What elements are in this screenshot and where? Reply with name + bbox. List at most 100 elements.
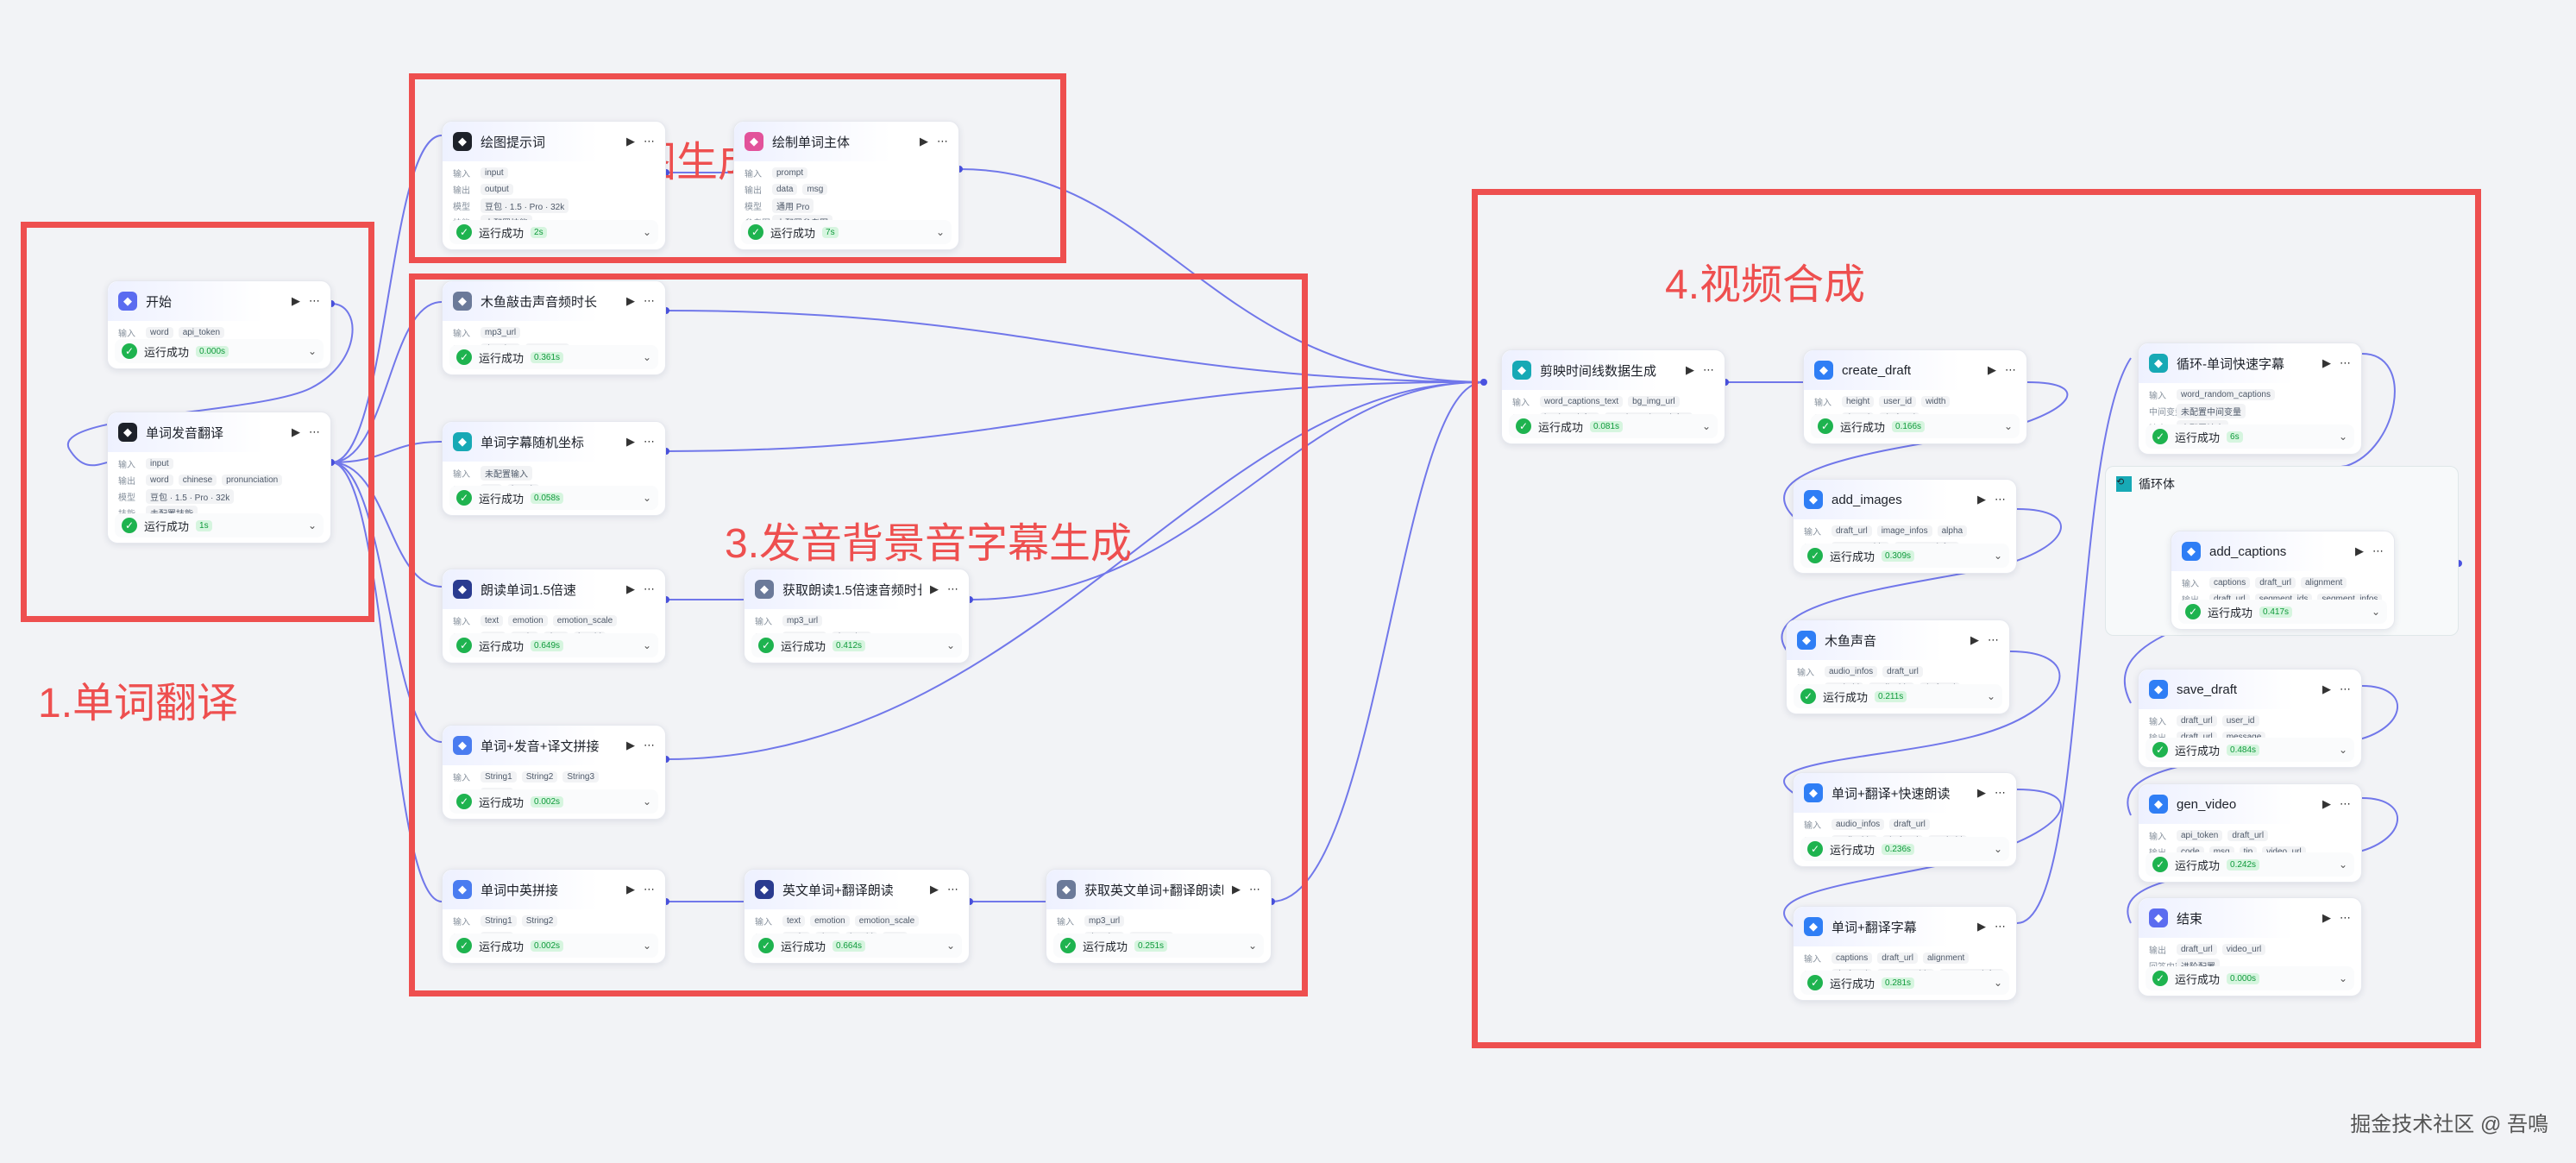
workflow-node-gen-video[interactable]: ◆gen_video▶⋯输入api_tokendraft_url输出codems…	[2138, 783, 2362, 883]
chevron-down-icon[interactable]: ⌄	[2338, 972, 2347, 984]
more-options-icon[interactable]: ⋯	[644, 435, 655, 448]
workflow-node-16[interactable]: ◆单词+翻译+快速朗读▶⋯输入audio_infosdraft_url输出aud…	[1793, 772, 2017, 867]
more-options-icon[interactable]: ⋯	[1995, 493, 2006, 506]
chevron-down-icon[interactable]: ⌄	[307, 519, 317, 531]
node-header[interactable]: ◆add_images▶⋯	[1794, 480, 2016, 519]
run-node-icon[interactable]: ▶	[1977, 493, 1986, 506]
workflow-node-save-draft[interactable]: ◆save_draft▶⋯输入draft_urluser_id输出draft_u…	[2138, 669, 2362, 768]
chevron-down-icon[interactable]: ⌄	[642, 795, 651, 808]
workflow-node-8[interactable]: ◆单词+发音+译文拼接▶⋯输入String1String2String3输出ou…	[442, 725, 666, 820]
run-node-icon[interactable]: ▶	[2322, 797, 2331, 810]
chevron-down-icon[interactable]: ⌄	[1993, 977, 2002, 989]
node-header[interactable]: ◆英文单词+翻译朗读▶⋯	[745, 870, 969, 909]
node-header[interactable]: ◆绘制单词主体▶⋯	[734, 122, 958, 161]
more-options-icon[interactable]: ⋯	[644, 294, 655, 307]
node-header[interactable]: ◆结束▶⋯	[2139, 898, 2361, 938]
more-options-icon[interactable]: ⋯	[2340, 682, 2351, 695]
chevron-down-icon[interactable]: ⌄	[642, 492, 651, 504]
node-header[interactable]: ◆单词+翻译字幕▶⋯	[1794, 907, 2016, 946]
chevron-down-icon[interactable]: ⌄	[2371, 606, 2380, 618]
node-header[interactable]: ◆循环-单词快速字幕▶⋯	[2139, 343, 2361, 383]
run-node-icon[interactable]: ▶	[626, 294, 635, 307]
more-options-icon[interactable]: ⋯	[309, 294, 320, 307]
run-node-icon[interactable]: ▶	[2322, 682, 2331, 695]
workflow-node-create-draft[interactable]: ◆create_draft▶⋯输入heightuser_idwidth输出tip…	[1803, 349, 2027, 444]
node-header[interactable]: ◆木鱼声音▶⋯	[1787, 620, 2009, 660]
more-options-icon[interactable]: ⋯	[1995, 920, 2006, 933]
more-options-icon[interactable]: ⋯	[2005, 363, 2016, 376]
node-header[interactable]: ◆木鱼敲击声音频时长▶⋯	[443, 281, 665, 321]
node-header[interactable]: ◆获取朗读1.5倍速音频时长▶⋯	[745, 569, 969, 609]
chevron-down-icon[interactable]: ⌄	[1247, 940, 1257, 952]
more-options-icon[interactable]: ⋯	[1988, 633, 1999, 646]
workflow-node-1-5[interactable]: ◆朗读单词1.5倍速▶⋯输入textemotionemotion_scale输出…	[442, 569, 666, 663]
chevron-down-icon[interactable]: ⌄	[642, 639, 651, 651]
chevron-down-icon[interactable]: ⌄	[1993, 550, 2002, 562]
run-node-icon[interactable]: ▶	[1977, 786, 1986, 799]
chevron-down-icon[interactable]: ⌄	[946, 940, 955, 952]
chevron-down-icon[interactable]: ⌄	[642, 226, 651, 238]
chevron-down-icon[interactable]: ⌄	[2003, 420, 2013, 432]
node-header[interactable]: ◆开始▶⋯	[108, 281, 330, 321]
chevron-down-icon[interactable]: ⌄	[2338, 744, 2347, 756]
more-options-icon[interactable]: ⋯	[2340, 911, 2351, 924]
workflow-node-9[interactable]: ◆单词中英拼接▶⋯输入String1String2输出output✓运行成功0.…	[442, 869, 666, 964]
workflow-node-22[interactable]: ◆结束▶⋯输出draft_urlvideo_url回答内容进阶配置✓运行成功0.…	[2138, 897, 2362, 996]
workflow-node-1-5[interactable]: ◆获取朗读1.5倍速音频时长▶⋯输入mp3_url输出messagedurati…	[744, 569, 970, 663]
run-node-icon[interactable]: ▶	[1970, 633, 1979, 646]
run-node-icon[interactable]: ▶	[292, 425, 300, 438]
node-header[interactable]: ◆单词中英拼接▶⋯	[443, 870, 665, 909]
run-node-icon[interactable]: ▶	[626, 739, 635, 751]
run-node-icon[interactable]: ▶	[2322, 356, 2331, 369]
more-options-icon[interactable]: ⋯	[937, 135, 948, 148]
run-node-icon[interactable]: ▶	[920, 135, 928, 148]
more-options-icon[interactable]: ⋯	[644, 135, 655, 148]
workflow-node-4[interactable]: ◆木鱼敲击声音频时长▶⋯输入mp3_url输出durationmessage✓运…	[442, 280, 666, 375]
more-options-icon[interactable]: ⋯	[2340, 356, 2351, 369]
workflow-node-17[interactable]: ◆单词+翻译字幕▶⋯输入captionsdraft_urlalignment输出…	[1793, 906, 2017, 1001]
run-node-icon[interactable]: ▶	[1977, 920, 1986, 933]
more-options-icon[interactable]: ⋯	[644, 582, 655, 595]
node-header[interactable]: ◆单词字幕随机坐标▶⋯	[443, 422, 665, 462]
run-node-icon[interactable]: ▶	[292, 294, 300, 307]
node-header[interactable]: ◆add_captions▶⋯	[2171, 531, 2394, 571]
node-header[interactable]: ◆save_draft▶⋯	[2139, 670, 2361, 709]
run-node-icon[interactable]: ▶	[626, 135, 635, 148]
run-node-icon[interactable]: ▶	[2355, 544, 2364, 557]
node-header[interactable]: ◆单词+发音+译文拼接▶⋯	[443, 726, 665, 765]
workflow-node-15[interactable]: ◆木鱼声音▶⋯输入audio_infosdraft_url输出track_ida…	[1786, 619, 2010, 714]
more-options-icon[interactable]: ⋯	[1703, 363, 1714, 376]
chevron-down-icon[interactable]: ⌄	[1986, 690, 1995, 702]
chevron-down-icon[interactable]: ⌄	[2338, 858, 2347, 871]
more-options-icon[interactable]: ⋯	[2340, 797, 2351, 810]
run-node-icon[interactable]: ▶	[1988, 363, 1996, 376]
chevron-down-icon[interactable]: ⌄	[2338, 431, 2347, 443]
chevron-down-icon[interactable]: ⌄	[642, 351, 651, 363]
chevron-down-icon[interactable]: ⌄	[1993, 843, 2002, 855]
run-node-icon[interactable]: ▶	[2322, 911, 2331, 924]
